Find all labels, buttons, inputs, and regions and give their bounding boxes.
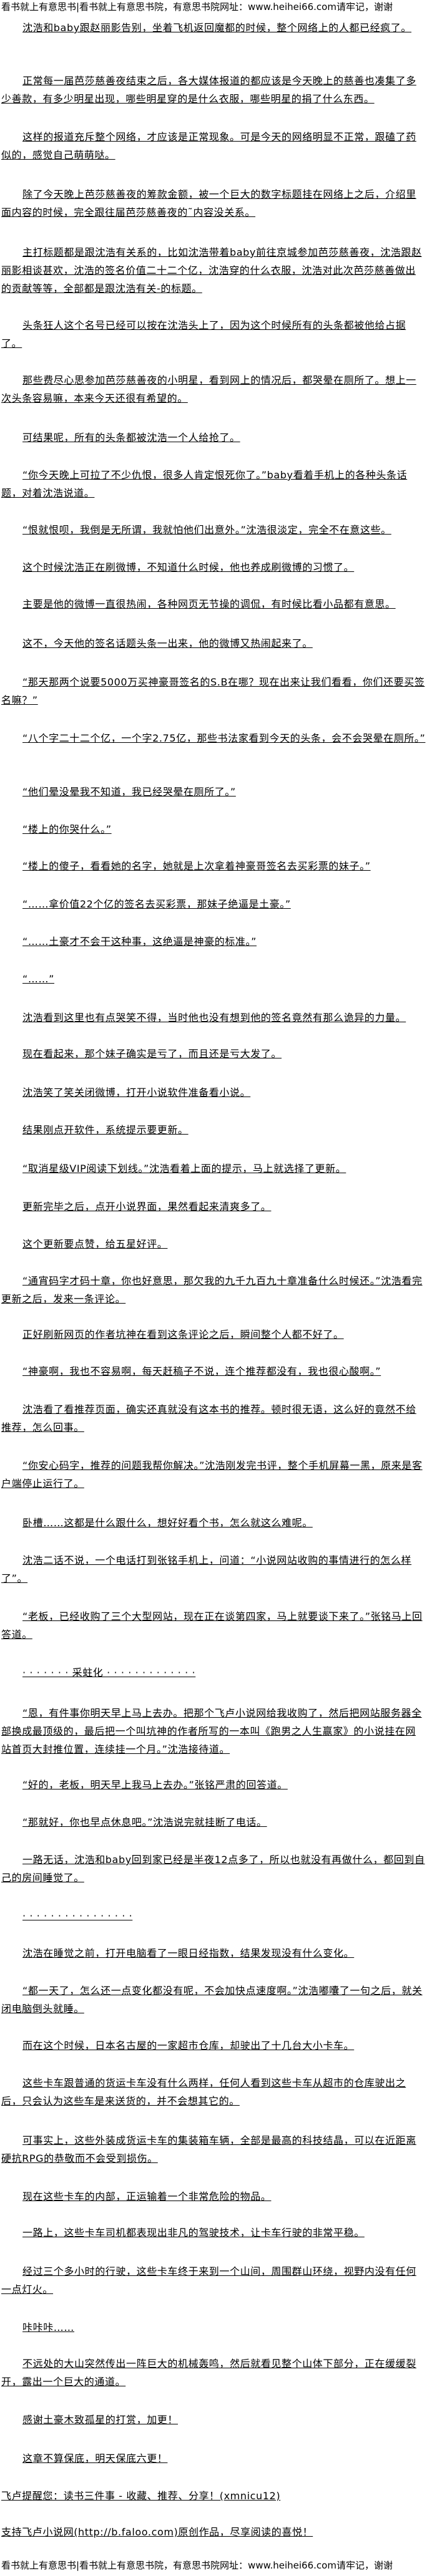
chapter-paragraph: “取消星级VIP阅读下划线。”沈浩看着上面的提示，马上就选择了更新。 (22, 1163, 346, 1174)
chapter-paragraph: “八个字二十二个亿，一个字2.75亿，那些书法家看到今天的头条，会不会哭晕在厕所… (22, 732, 426, 744)
site-notice: 飞卢提醒您：读书三件事 - 收藏、推荐、分享！(xmnicu12) (1, 2490, 281, 2502)
chapter-paragraph: “恨就恨呗，我倒是无所谓，我就怕他们出意外。”沈浩很淡定，完全不在意这些。 (22, 524, 391, 536)
chapter-paragraph: 一路上，这些卡车司机都表现出非凡的驾驶技术，让卡车行驶的非常平稳。 (22, 2227, 365, 2239)
chapter-paragraph: 这不，今天他的签名话题头条一出来，他的微博又热闹起来了。 (22, 637, 313, 649)
chapter-paragraph: 更新完毕之后，点开小说界面，果然看起来清爽多了。 (22, 1201, 272, 1213)
chapter-paragraph: “……土豪才不会干这种事，这绝逼是神豪的标准。” (22, 936, 257, 947)
chapter-paragraph: 结果刚点开软件，系统提示要更新。 (22, 1124, 189, 1136)
chapter-paragraph: 那些费尽心思参加芭莎慈善夜的小明星，看到网上的情况后，都哭晕在厕所了。想上一次头… (1, 374, 416, 404)
chapter-paragraph: 沈浩在睡觉之前，打开电脑看了一眼日经指数，结果发现没有什么变化。 (22, 1947, 355, 1959)
chapter-paragraph: 现在看起来，那个妹子确实是亏了，而且还是亏大发了。 (22, 1048, 282, 1060)
chapter-paragraph: 经过三个多小时的行驶，这些卡车终于来到一个山间，周围群山环绕，视野内没有任何一点… (1, 2265, 416, 2295)
site-banner-top: 看书就上有意思书|看书就上有意思书院，有意思书院网址：www.heihei66.… (1, 1, 393, 12)
chapter-paragraph: 咔咔咔…… (22, 2322, 75, 2333)
chapter-paragraph: “楼上的你哭什么。” (22, 823, 112, 835)
chapter-paragraph: 沈浩二话不说，一个电话打到张铭手机上，问道：“小说网站收购的事情进行的怎么样了”… (1, 1554, 412, 1584)
chapter-paragraph: “楼上的傻子，看看她的名字，她就是上次拿着神豪哥签名去买彩票的妹子。” (22, 860, 371, 872)
chapter-paragraph: 除了今天晚上芭莎慈善夜的筹款金额，被一个巨大的数字标题挂在网络上之后，介绍里面内… (1, 188, 416, 218)
chapter-paragraph: 这样的报道充斥整个网络，才应该是正常现象。可是今天的网络明显不正常，跟磕了药似的… (1, 131, 416, 161)
site-banner-bottom: 看书就上有意思书|看书就上有意思书院，有意思书院网址：www.heihei66.… (1, 2560, 393, 2571)
chapter-paragraph: “你今天晚上可拉了不少仇恨，很多人肯定恨死你了。”baby看着手机上的各种头条话… (1, 469, 408, 499)
chapter-paragraph: 沈浩笑了笑关闭微博，打开小说软件准备看小说。 (22, 1087, 251, 1098)
chapter-paragraph: “神豪啊，我也不容易啊，每天赶稿子不说，连个推荐都没有，我也很心酸啊。” (22, 1365, 381, 1377)
chapter-paragraph: “……” (22, 973, 54, 985)
chapter-paragraph: 正常每一届芭莎慈善夜结束之后，各大媒体报道的都应该是今天晚上的慈善也凑集了多少善… (1, 75, 416, 105)
chapter-paragraph: 一路无话，沈浩和baby回到家已经是半夜12点多了，所以也就没有再做什么，都回到… (1, 1854, 425, 1884)
chapter-paragraph: “那就好，你也早点休息吧。”沈浩说完就挂断了电话。 (22, 1816, 267, 1828)
chapter-paragraph: 而在这个时候，日本名古屋的一家超市仓库，却驶出了十几台大小卡车。 (22, 2040, 355, 2051)
chapter-paragraph: “……拿价值22个亿的签名去买彩票，那妹子绝逼是土豪。” (22, 898, 291, 910)
chapter-paragraph: 头条狂人这个名号已经可以按在沈浩头上了，因为这个时候所有的头条都被他给占据了。 (1, 319, 406, 349)
chapter-paragraph: 沈浩和baby跟赵丽影告别，坐着飞机返回魔都的时候，整个网络上的人都已经疯了。 (22, 22, 411, 34)
chapter-paragraph: 感谢土豪木致孤星的打赏，加更！ (22, 2414, 179, 2426)
chapter-paragraph: 不远处的大山突然传出一阵巨大的机械轰鸣，然后就看见整个山体下部分，正在缓缓裂开，… (1, 2358, 416, 2388)
chapter-paragraph: “老板，已经收购了三个大型网站，现在正在谈第四家，马上就要谈下来了。”张铭马上回… (1, 1610, 423, 1640)
chapter-paragraph: 卧槽……这都是什么跟什么，想好好看个书，怎么就这么难呢。 (22, 1517, 313, 1529)
chapter-paragraph: 可结果呢，所有的头条都被沈浩一个人给抢了。 (22, 432, 240, 443)
chapter-paragraph: 正好刷新网页的作者坑神在看到这条评论之后，瞬间整个人都不好了。 (22, 1329, 344, 1340)
chapter-paragraph: “恩，有件事你明天早上马上去办。把那个飞卢小说网给我收购了，然后把网站服务器全部… (1, 1707, 422, 1755)
chapter-paragraph: “他们晕没晕我不知道，我已经哭晕在厕所了。” (22, 786, 236, 798)
chapter-paragraph: “那天那两个说要5000万买神豪哥签名的S.B在哪？现在出来让我们看看，你们还要… (1, 676, 425, 706)
chapter-paragraph: 现在这些卡车的内部，正运输着一个非常危险的物品。 (22, 2191, 272, 2202)
chapter-paragraph: · · · · · · · 采蛀化 · · · · · · · · · · · … (22, 1667, 196, 1678)
chapter-paragraph: 主要是他的微博一直很热闹，各种网页无节操的调侃，有时候比看小品都有意思。 (22, 598, 396, 610)
chapter-paragraph: 沈浩看了看推荐页面，确实还真就没有这本书的推荐。顿时很无语，这么好的竟然不给推荐… (1, 1403, 416, 1433)
chapter-paragraph: 沈浩看到这里也有点哭笑不得，当时他也没有想到他的签名竟然有那么诡异的力量。 (22, 1012, 406, 1024)
chapter-paragraph: · · · · · · · · · · · · · · · · (22, 1910, 133, 1922)
chapter-paragraph: “都一天了，怎么还一点变化都没有呢，不会加快点速度啊。”沈浩嘟囔了一句之后，就关… (1, 1985, 423, 2015)
chapter-paragraph: 这章不算保底，明天保底六更！ (22, 2453, 168, 2464)
chapter-paragraph: “通宵码字才码十章，你也好意思，那欠我的九千九百九十章准备什么时候还。”沈浩看完… (1, 1275, 423, 1305)
chapter-paragraph: 这个时候沈浩正在刷微博，不知道什么时候，他也养成刷微博的习惯了。 (22, 561, 355, 573)
chapter-paragraph: 这个更新要点赞，给五星好评。 (22, 1238, 168, 1250)
site-notice: 支持飞卢小说网(http://b.faloo.com)原创作品，尽享阅读的喜悦！ (1, 2526, 313, 2538)
chapter-paragraph: “你安心码字，推荐的问题我帮你解决。”沈浩刚发完书评，整个手机屏幕一黑，原来是客… (1, 1460, 423, 1489)
chapter-paragraph: 这些卡车跟普通的货运卡车没有什么两样，任何人看到这些卡车从超市的仓库驶出之后，只… (1, 2077, 406, 2107)
chapter-paragraph: 可事实上，这些外装成货运卡车的集装箱车辆，全部是最高的科技结晶，可以在近距离硬抗… (1, 2134, 416, 2164)
chapter-paragraph: “好的，老板，明天早上我马上去办。”张铭严肃的回答道。 (22, 1779, 288, 1791)
chapter-paragraph: 主打标题都是跟沈浩有关系的，比如沈浩带着baby前往京城参加芭莎慈善夜，沈浩跟赵… (1, 246, 422, 294)
